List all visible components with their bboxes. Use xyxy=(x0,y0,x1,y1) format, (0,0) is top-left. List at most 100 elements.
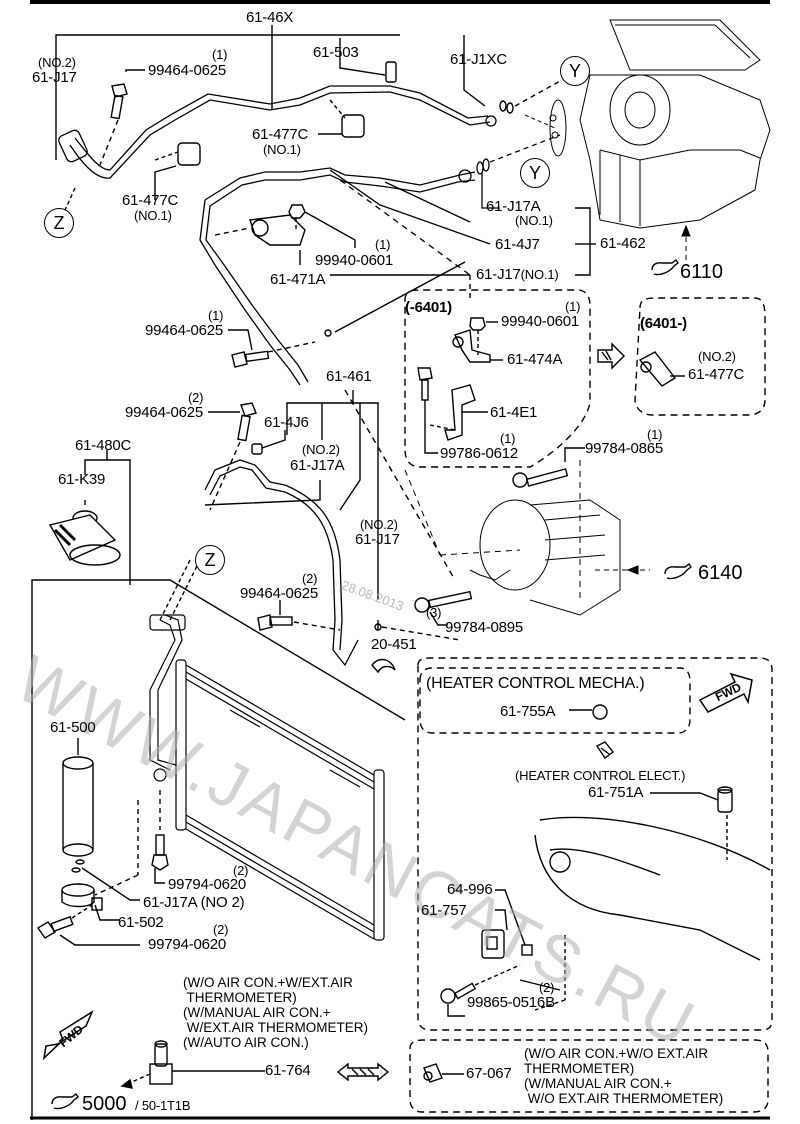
marker-z-top: Z xyxy=(44,208,74,238)
orings-j1xc xyxy=(499,79,563,114)
pointer-hand-icon-6140 xyxy=(664,562,692,580)
sensor-67-067 xyxy=(423,1063,464,1083)
label-61-751a: 61-751A xyxy=(588,784,644,801)
fwd-arrow-right xyxy=(698,672,753,713)
label-61-757: 61-757 xyxy=(421,902,467,919)
note-61-764-applicability: (W/O AIR CON.+W/EXT.AIR THERMOMETER) (W/… xyxy=(183,975,369,1050)
marker-z-bottom: Z xyxy=(195,545,225,575)
bolt-99464-top xyxy=(99,69,145,166)
label-99865-0516b: 99865-0516B xyxy=(467,994,555,1011)
alternate-arrow xyxy=(336,1062,390,1082)
bolt-99794-a xyxy=(151,790,169,884)
label-61-j17a-no1-qty: (NO.1) xyxy=(515,213,553,228)
label-61-j17-no2: 61-J17 xyxy=(355,531,400,548)
label-j17a-no2-qty: (NO.2) xyxy=(302,442,340,457)
compressor-6140 xyxy=(404,460,650,616)
label-61-480c: 61-480C xyxy=(75,437,132,454)
label-heater-mecha: (HEATER CONTROL MECHA.) xyxy=(426,675,645,692)
supersede-arrow xyxy=(597,342,625,370)
label-99940-qty: (1) xyxy=(375,237,391,252)
label-61-j17a-no2: 61-J17A xyxy=(290,457,345,474)
bolt-99794-b xyxy=(36,904,140,946)
label-99794-b-qty: (2) xyxy=(213,922,229,937)
drier-61-500 xyxy=(61,738,140,921)
marker-y-top: Y xyxy=(560,56,590,86)
top-border xyxy=(30,0,770,4)
condenser-61-480c xyxy=(149,614,385,941)
label-qty-1: (1) xyxy=(212,47,228,62)
label-99464-0625-low: 99464-0625 xyxy=(240,585,319,602)
label-99940-0601-box: 99940-0601 xyxy=(501,313,580,330)
label-99464-0625-mid2: 99464-0625 xyxy=(125,404,204,421)
bolt-99464-low xyxy=(257,600,341,631)
pointer-hand-icon-6110 xyxy=(651,258,679,276)
label-67-067: 67-067 xyxy=(466,1065,512,1082)
ref-6110[interactable]: 6110 xyxy=(680,261,724,283)
pipe-61-462 xyxy=(199,134,561,386)
leader-61-461 xyxy=(204,389,461,641)
label-99794-0620-b: 99794-0620 xyxy=(148,936,227,953)
receiver-61-480c xyxy=(48,450,131,580)
bracket-61-471a xyxy=(214,204,356,265)
label-no2-qty: (NO.2) xyxy=(38,55,76,70)
clamp-61-477c-b xyxy=(318,99,365,138)
label-61-503: 61-503 xyxy=(313,44,359,61)
clip-20-451 xyxy=(371,658,396,674)
box-6401-old-parts xyxy=(417,317,503,454)
clamp-61-477c-no2 xyxy=(638,351,685,387)
label-61-764: 61-764 xyxy=(265,1062,311,1079)
label-61-j17-top: 61-J17 xyxy=(32,69,77,86)
label-61-j1xc: 61-J1XC xyxy=(450,51,507,68)
marker-y-bottom: Y xyxy=(520,158,550,188)
label-61-474a: 61-474A xyxy=(507,351,563,368)
label-61-4j6: 61-4J6 xyxy=(264,414,309,431)
bolt-99784-a xyxy=(512,447,585,488)
label-61-477c-a: 61-477C xyxy=(122,192,179,209)
label-61-755a: 61-755A xyxy=(500,703,556,720)
label-20-451: 20-451 xyxy=(371,636,417,653)
label-61-500: 61-500 xyxy=(50,719,96,736)
heater-control-parts xyxy=(440,704,771,1017)
label-heater-elect: (HEATER CONTROL ELECT.) xyxy=(515,768,686,783)
label-99940-0601-mid: 99940-0601 xyxy=(315,252,394,269)
label-61-502: 61-502 xyxy=(118,914,164,931)
label-61-j17a-no1: 61-J17A xyxy=(486,198,541,215)
label-99784-a-qty: (1) xyxy=(647,427,663,442)
label-99786-0612: 99786-0612 xyxy=(440,445,519,462)
label-j17-no2-qty: (NO.2) xyxy=(360,517,398,532)
ref-50-1t1b[interactable]: / 50-1T1B xyxy=(135,1098,191,1113)
label-6401-old-nut-qty: (1) xyxy=(565,299,581,314)
label-99865-qty: (2) xyxy=(539,980,555,995)
ref-5000[interactable]: 5000 xyxy=(82,1093,127,1115)
bolt-99784-b xyxy=(414,590,473,626)
label-bolt-mid2-qty: (2) xyxy=(188,390,204,405)
label-99794-a-qty: (2) xyxy=(233,863,249,878)
condenser-box xyxy=(31,579,406,1120)
label-61-k39: 61-K39 xyxy=(58,471,106,488)
label-99464-0625-mid1: 99464-0625 xyxy=(145,322,224,339)
leader-61-462 xyxy=(330,207,596,300)
label-bolt-low-qty: (2) xyxy=(302,571,318,586)
label-61-477c-b-qty: (NO.1) xyxy=(263,142,301,157)
label-61-471a: 61-471A xyxy=(270,271,326,288)
label-61-j17a-no2-b: 61-J17A (NO 2) xyxy=(143,894,245,911)
note-67-067-applicability: (W/O AIR CON.+W/O EXT.AIR THERMOMETER) (… xyxy=(524,1046,724,1106)
pressure-switch-61-503 xyxy=(385,61,397,83)
ref-6140[interactable]: 6140 xyxy=(698,562,743,584)
label-61-4e1: 61-4E1 xyxy=(490,404,538,421)
label-61-j17-no1-part: 61-J17 xyxy=(476,266,521,283)
label-99784-0865: 99784-0865 xyxy=(585,440,664,457)
label-61-46x: 61-46X xyxy=(246,9,294,26)
label-99784-0895: 99784-0895 xyxy=(445,619,524,636)
label-99786-qty: (1) xyxy=(500,431,516,446)
label-61-477c-b: 61-477C xyxy=(252,126,309,143)
label-61-4j7: 61-4J7 xyxy=(495,236,540,253)
label-6401-new: (6401-) xyxy=(640,315,687,332)
label-61-j17-no1-qty: (NO.1) xyxy=(520,267,559,282)
pointer-hand-icon-5000 xyxy=(51,1092,79,1110)
label-61-461: 61-461 xyxy=(326,368,372,385)
label-99794-0620-a: 99794-0620 xyxy=(168,876,247,893)
box-6401-old xyxy=(404,289,591,468)
